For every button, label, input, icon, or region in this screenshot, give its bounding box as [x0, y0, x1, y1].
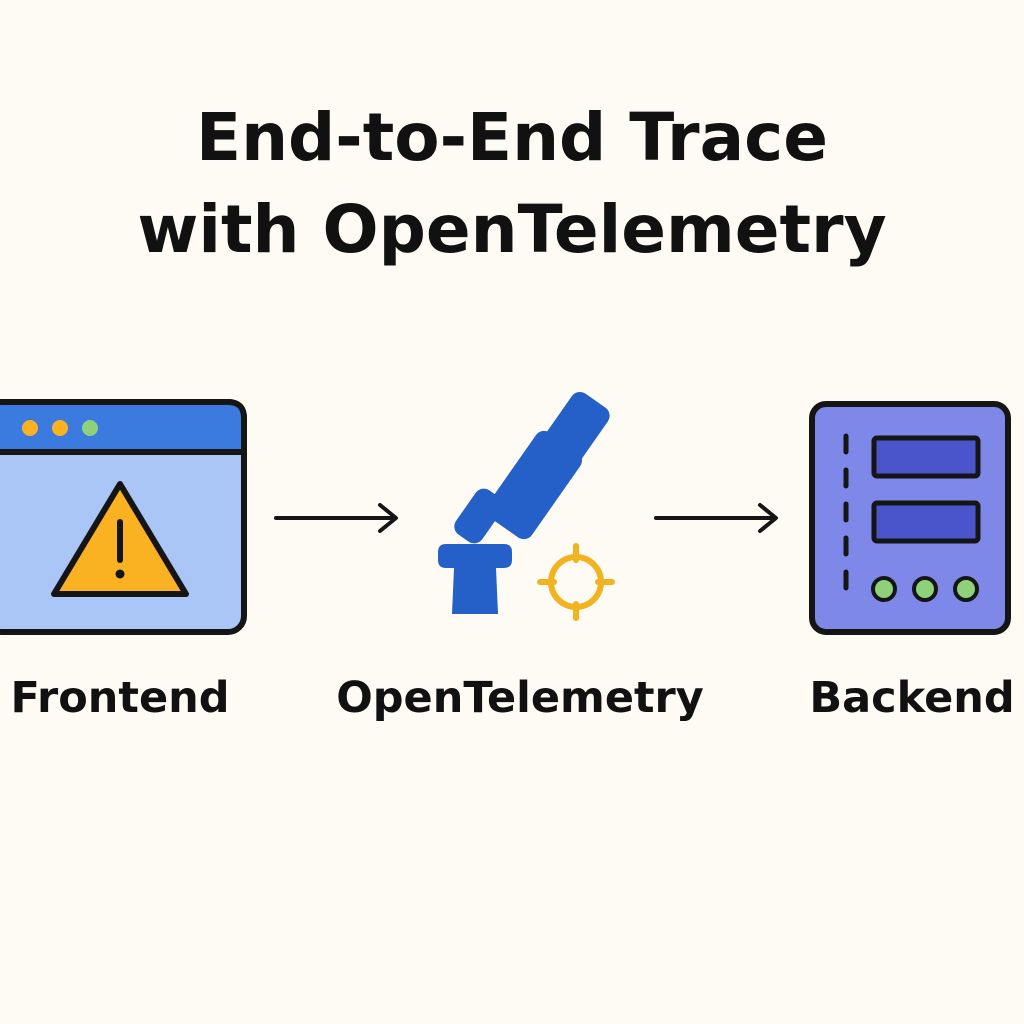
warning-triangle-icon — [51, 481, 189, 597]
title-line-1: End-to-End Trace — [195, 99, 829, 176]
server-icon — [809, 401, 1011, 635]
node-label-opentelemetry: OpenTelemetry — [336, 673, 704, 723]
node-label-backend: Backend — [809, 673, 1015, 723]
telescope-icon — [438, 391, 610, 614]
arrow-frontend-to-otel — [274, 503, 398, 533]
title-line-2: with OpenTelemetry — [137, 191, 887, 268]
arrow-otel-to-backend — [654, 503, 778, 533]
browser-warning-icon — [0, 399, 247, 635]
target-icon — [537, 543, 615, 621]
diagram-title: End-to-End Trace with OpenTelemetry — [0, 92, 1024, 276]
node-label-frontend: Frontend — [10, 673, 230, 723]
